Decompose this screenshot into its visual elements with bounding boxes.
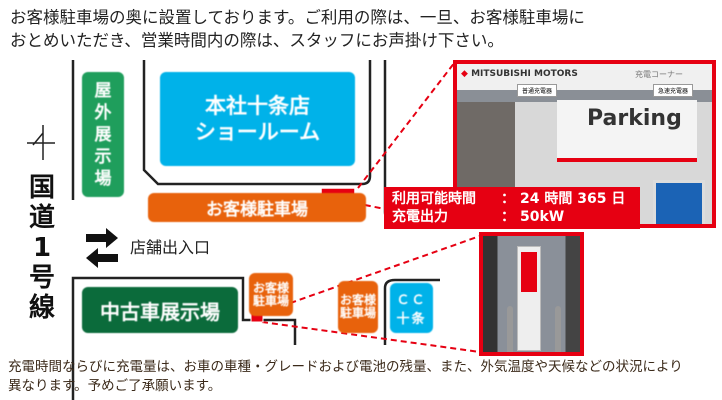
- charging-note: 充電時間ならびに充電量は、お車の車種・グレードおよび電池の残量、また、外気温度や…: [8, 359, 683, 394]
- customer-parking-small-2: お客様駐車場: [338, 281, 378, 333]
- showroom-building: 本社十条店ショールーム: [160, 72, 355, 166]
- intro-text: お客様駐車場の奥に設置しております。ご利用の際は、一旦、お客様駐車場に おとめい…: [10, 8, 585, 50]
- customer-parking-small-1: お客様駐車場: [249, 273, 293, 316]
- two-way-arrows-icon: [86, 228, 118, 268]
- used-car-display: 中古車展示場: [82, 287, 238, 333]
- north-compass-icon: [27, 125, 55, 160]
- cc-jujo-building: ＣＣ十条: [390, 283, 433, 333]
- quick-charger-photo: [479, 232, 584, 356]
- charging-info-box: 利用可能時間：24 時間 365 日 充電出力：50kW: [384, 187, 640, 229]
- brand-logo: ◆ MITSUBISHI MOTORS: [461, 69, 578, 79]
- customer-parking-main: お客様駐車場: [148, 193, 366, 222]
- entrance-label: 店舗出入口: [130, 238, 211, 257]
- outdoor-display-area: 屋外展示場: [82, 72, 124, 197]
